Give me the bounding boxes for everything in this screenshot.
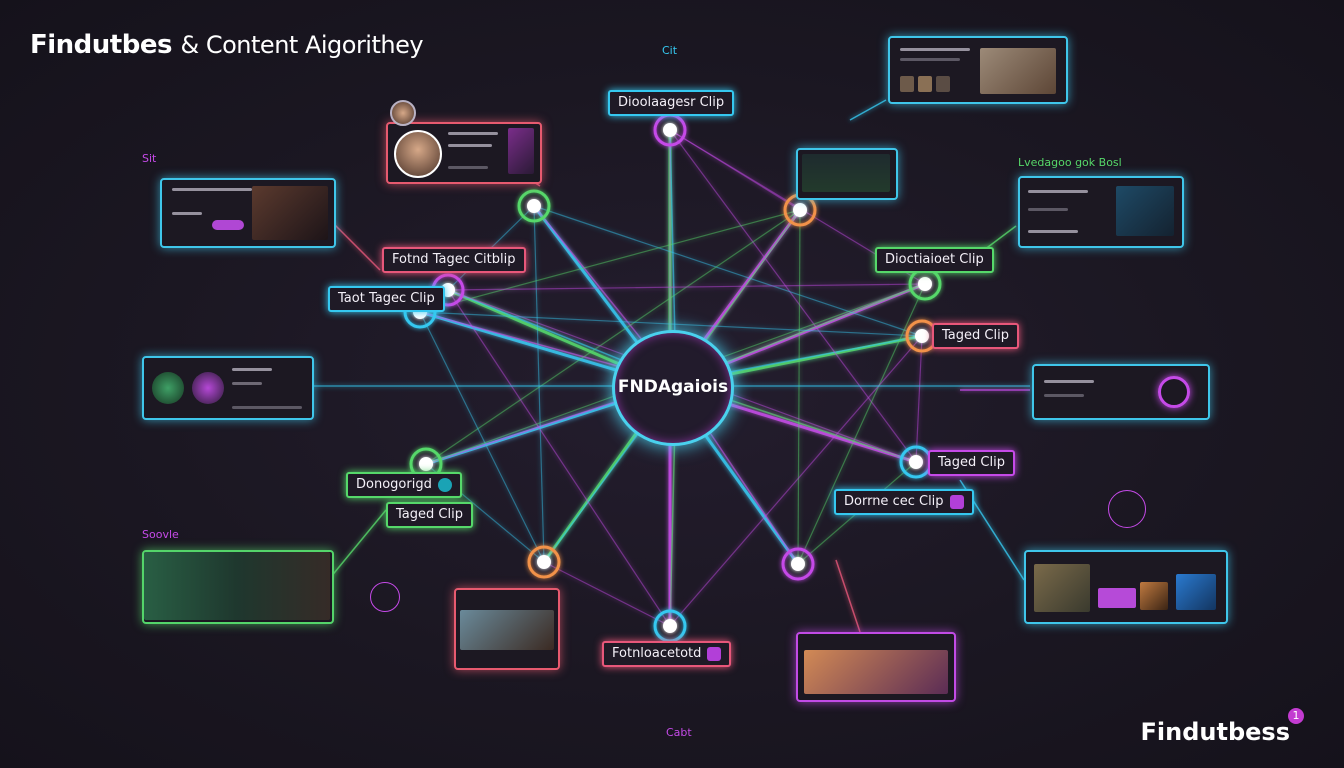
edge-line [835, 559, 861, 633]
title-subtitle: & Content Aigorithey [180, 31, 424, 59]
node-core [419, 457, 433, 471]
node-ring[interactable] [517, 189, 551, 223]
tag-left-mid[interactable]: Taot Tagec Clip [328, 286, 445, 312]
node-core [537, 555, 551, 569]
label-bottom-center: Cabt [666, 726, 692, 739]
edge-line [447, 283, 926, 291]
edge-line [797, 283, 926, 565]
edge-line [669, 129, 917, 463]
edge-line [915, 335, 923, 463]
mic-icon [370, 582, 400, 612]
tag-badge-icon [949, 494, 964, 509]
video-card-top-right[interactable] [888, 36, 1068, 104]
tag-top[interactable]: Dioolaagesr Clip [608, 90, 735, 116]
page-title: Findutbes & Content Aigorithey [30, 30, 424, 60]
label-right-top: Lvedagoo gok Bosl [1018, 156, 1122, 169]
edge-line [329, 509, 387, 579]
video-card-bottom-right[interactable] [796, 632, 956, 702]
edge-line [849, 99, 887, 121]
edge-line [797, 209, 801, 565]
label-top-center: Cit [662, 44, 678, 57]
node-core [915, 329, 929, 343]
edge-line [447, 289, 671, 627]
label-left-top: Sit [142, 152, 157, 165]
video-card-right-top[interactable] [1018, 176, 1184, 248]
edge-line [425, 209, 801, 465]
edge-line [533, 205, 923, 337]
hub-label: FNDAgaiois [617, 377, 729, 397]
edge-line [669, 335, 923, 627]
tag-left-lower2[interactable]: Taged Clip [386, 502, 473, 528]
tag-bottom-label: Fotnloacetotd [612, 646, 702, 661]
title-main: Findutbes [30, 30, 172, 60]
edge-line [419, 209, 801, 313]
video-card-left-bottom[interactable] [142, 550, 334, 624]
tag-badge-icon [707, 646, 722, 661]
node-ring[interactable] [527, 545, 561, 579]
node-core [663, 123, 677, 137]
brand-logo-text: Findutbess [1140, 718, 1290, 746]
chart-card[interactable] [796, 148, 898, 200]
tag-left-upper[interactable]: Fotnd Tagec Citblip [382, 247, 526, 273]
node-core [527, 199, 541, 213]
edge-line [533, 205, 545, 563]
video-card-right-bottom[interactable] [1024, 550, 1228, 624]
tag-bottom[interactable]: Fotnloacetotd [602, 641, 732, 667]
tag-right-upper[interactable]: Dioctiaioet Clip [875, 247, 994, 273]
avatar [390, 100, 416, 126]
tag-bottom-right[interactable]: Dorrne cec Clip [834, 489, 974, 515]
edge-line [543, 561, 671, 627]
tag-left-lower-label: Donogorigd [356, 477, 432, 492]
node-ring[interactable] [781, 547, 815, 581]
tag-bottom-right-label: Dorrne cec Clip [844, 494, 944, 509]
tag-badge-icon [437, 477, 452, 492]
profile-card-top-left[interactable] [386, 122, 542, 184]
central-hub[interactable]: FNDAgaiois [612, 330, 734, 446]
brand-badge: 1 [1288, 708, 1304, 724]
edge-line [419, 311, 545, 563]
node-core [918, 277, 932, 291]
node-core [909, 455, 923, 469]
label-left-bottom: Soovle [142, 528, 179, 541]
node-core [793, 203, 807, 217]
node-core [791, 557, 805, 571]
record-icon[interactable] [1158, 376, 1190, 408]
edge-line [419, 311, 923, 337]
tag-right-mid[interactable]: Taged Clip [932, 323, 1019, 349]
equalizer-icon [1108, 490, 1146, 528]
node-core [663, 619, 677, 633]
play-card-right[interactable] [1032, 364, 1210, 420]
video-card-left-top[interactable] [160, 178, 336, 248]
tag-left-lower[interactable]: Donogorigd [346, 472, 462, 498]
edge-line [329, 219, 381, 271]
video-card-bottom-left[interactable] [454, 588, 560, 670]
tag-right-lower[interactable]: Taged Clip [928, 450, 1015, 476]
video-card-left-mid[interactable] [142, 356, 314, 420]
